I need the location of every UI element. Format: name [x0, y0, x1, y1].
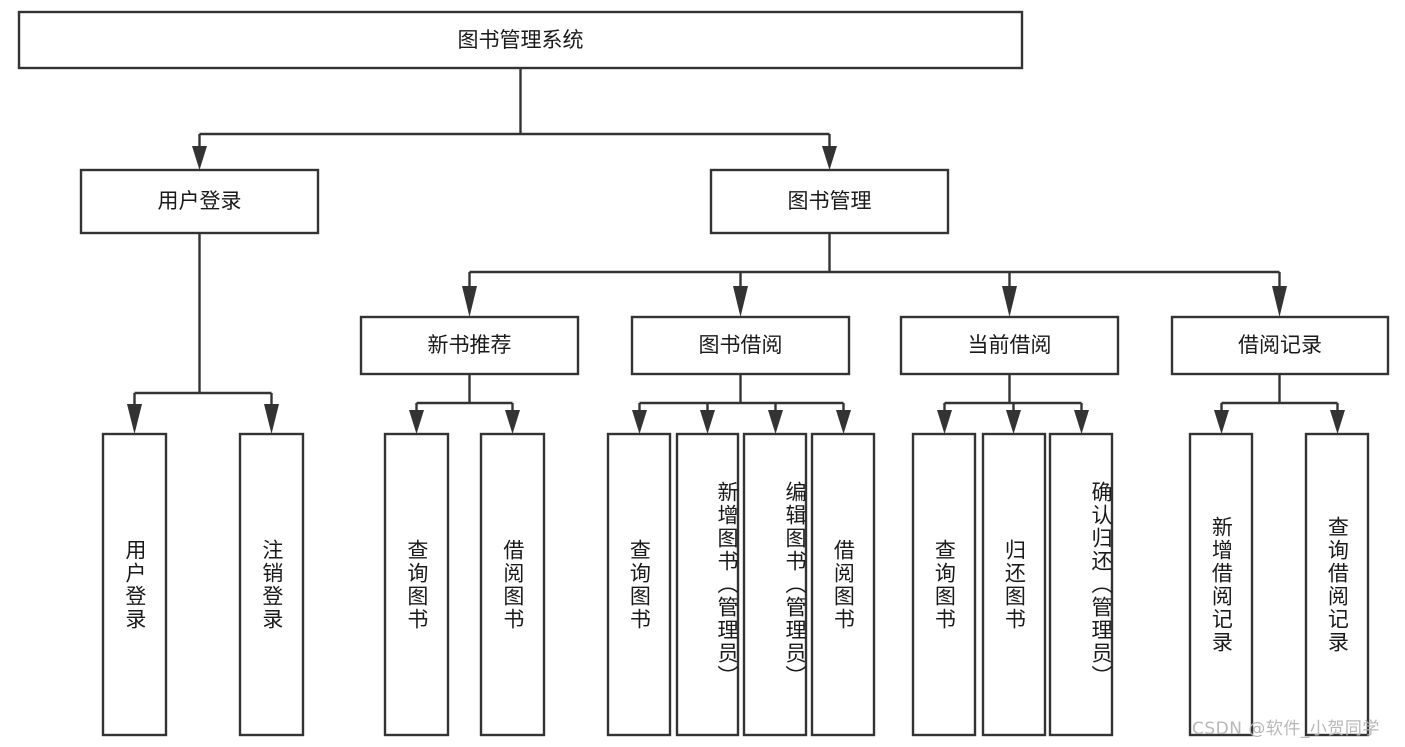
node-box-leaf-query-book-borrow[interactable]: [606, 432, 672, 737]
node-box-leaf-return-book[interactable]: [981, 432, 1047, 737]
arrow-head-user-login: [192, 146, 207, 170]
arrow-head-leaf-query-book-current: [937, 410, 952, 434]
arrow-head-leaf-user-login: [127, 404, 142, 434]
arrow-head-leaf-query-borrow-record: [1330, 410, 1345, 434]
node-label-borrow-record: 借阅记录: [1238, 333, 1322, 357]
connector-layer: [127, 68, 1345, 434]
node-box-book-borrow[interactable]: [630, 315, 851, 376]
node-box-leaf-borrow-book[interactable]: [810, 432, 876, 737]
arrow-head-leaf-query-book-rec: [409, 410, 424, 434]
arrow-head-new-book-recommend: [462, 286, 477, 317]
node-box-leaf-query-borrow-record[interactable]: [1304, 432, 1370, 737]
node-label-book-borrow: 图书借阅: [699, 333, 783, 357]
node-box-borrow-record[interactable]: [1170, 315, 1390, 376]
node-box-leaf-user-login[interactable]: [101, 432, 168, 737]
arrow-head-leaf-edit-book-admin: [768, 410, 783, 434]
node-label-current-borrow: 当前借阅: [968, 333, 1052, 357]
arrow-head-leaf-borrow-book-rec: [505, 410, 520, 434]
arrow-head-leaf-add-book-admin: [700, 410, 715, 434]
arrow-head-leaf-logout-login: [264, 404, 279, 434]
arrow-head-current-borrow: [1002, 286, 1017, 317]
node-box-current-borrow[interactable]: [899, 315, 1120, 376]
arrow-head-leaf-add-borrow-record: [1214, 410, 1229, 434]
node-label-book-manage: 图书管理: [788, 189, 872, 213]
arrow-head-book-borrow: [733, 286, 748, 317]
node-layer: 图书管理系统 用户登录 图书管理 新书推荐 图书借阅 当前借阅 借阅记录: [17, 10, 1390, 737]
node-box-leaf-query-book-rec[interactable]: [383, 432, 450, 737]
node-label-root: 图书管理系统: [458, 28, 584, 52]
node-box-leaf-edit-book-admin[interactable]: [742, 432, 808, 737]
arrow-head-leaf-confirm-return-admin: [1074, 410, 1089, 434]
node-box-user-login[interactable]: [79, 168, 320, 235]
node-box-leaf-logout-login[interactable]: [238, 432, 305, 737]
arrow-head-leaf-query-book-borrow: [632, 410, 647, 434]
arrow-head-borrow-record: [1272, 286, 1287, 317]
csdn-watermark: CSDN @软件_小贺同学: [1192, 719, 1380, 739]
node-box-leaf-borrow-book-rec[interactable]: [479, 432, 546, 737]
node-box-leaf-query-book-current[interactable]: [911, 432, 977, 737]
node-box-root[interactable]: [17, 10, 1024, 70]
node-label-new-book-recommend: 新书推荐: [428, 333, 512, 357]
node-label-user-login: 用户登录: [158, 189, 242, 213]
arrow-head-leaf-return-book: [1006, 410, 1021, 434]
node-box-new-book-recommend[interactable]: [359, 315, 580, 376]
arrow-head-book-manage: [822, 146, 837, 170]
arrow-head-leaf-borrow-book: [836, 410, 851, 434]
node-box-leaf-add-borrow-record[interactable]: [1188, 432, 1254, 737]
node-box-leaf-confirm-return-admin[interactable]: [1048, 432, 1114, 737]
node-box-book-manage[interactable]: [709, 168, 950, 235]
node-box-leaf-add-book-admin[interactable]: [675, 432, 740, 737]
